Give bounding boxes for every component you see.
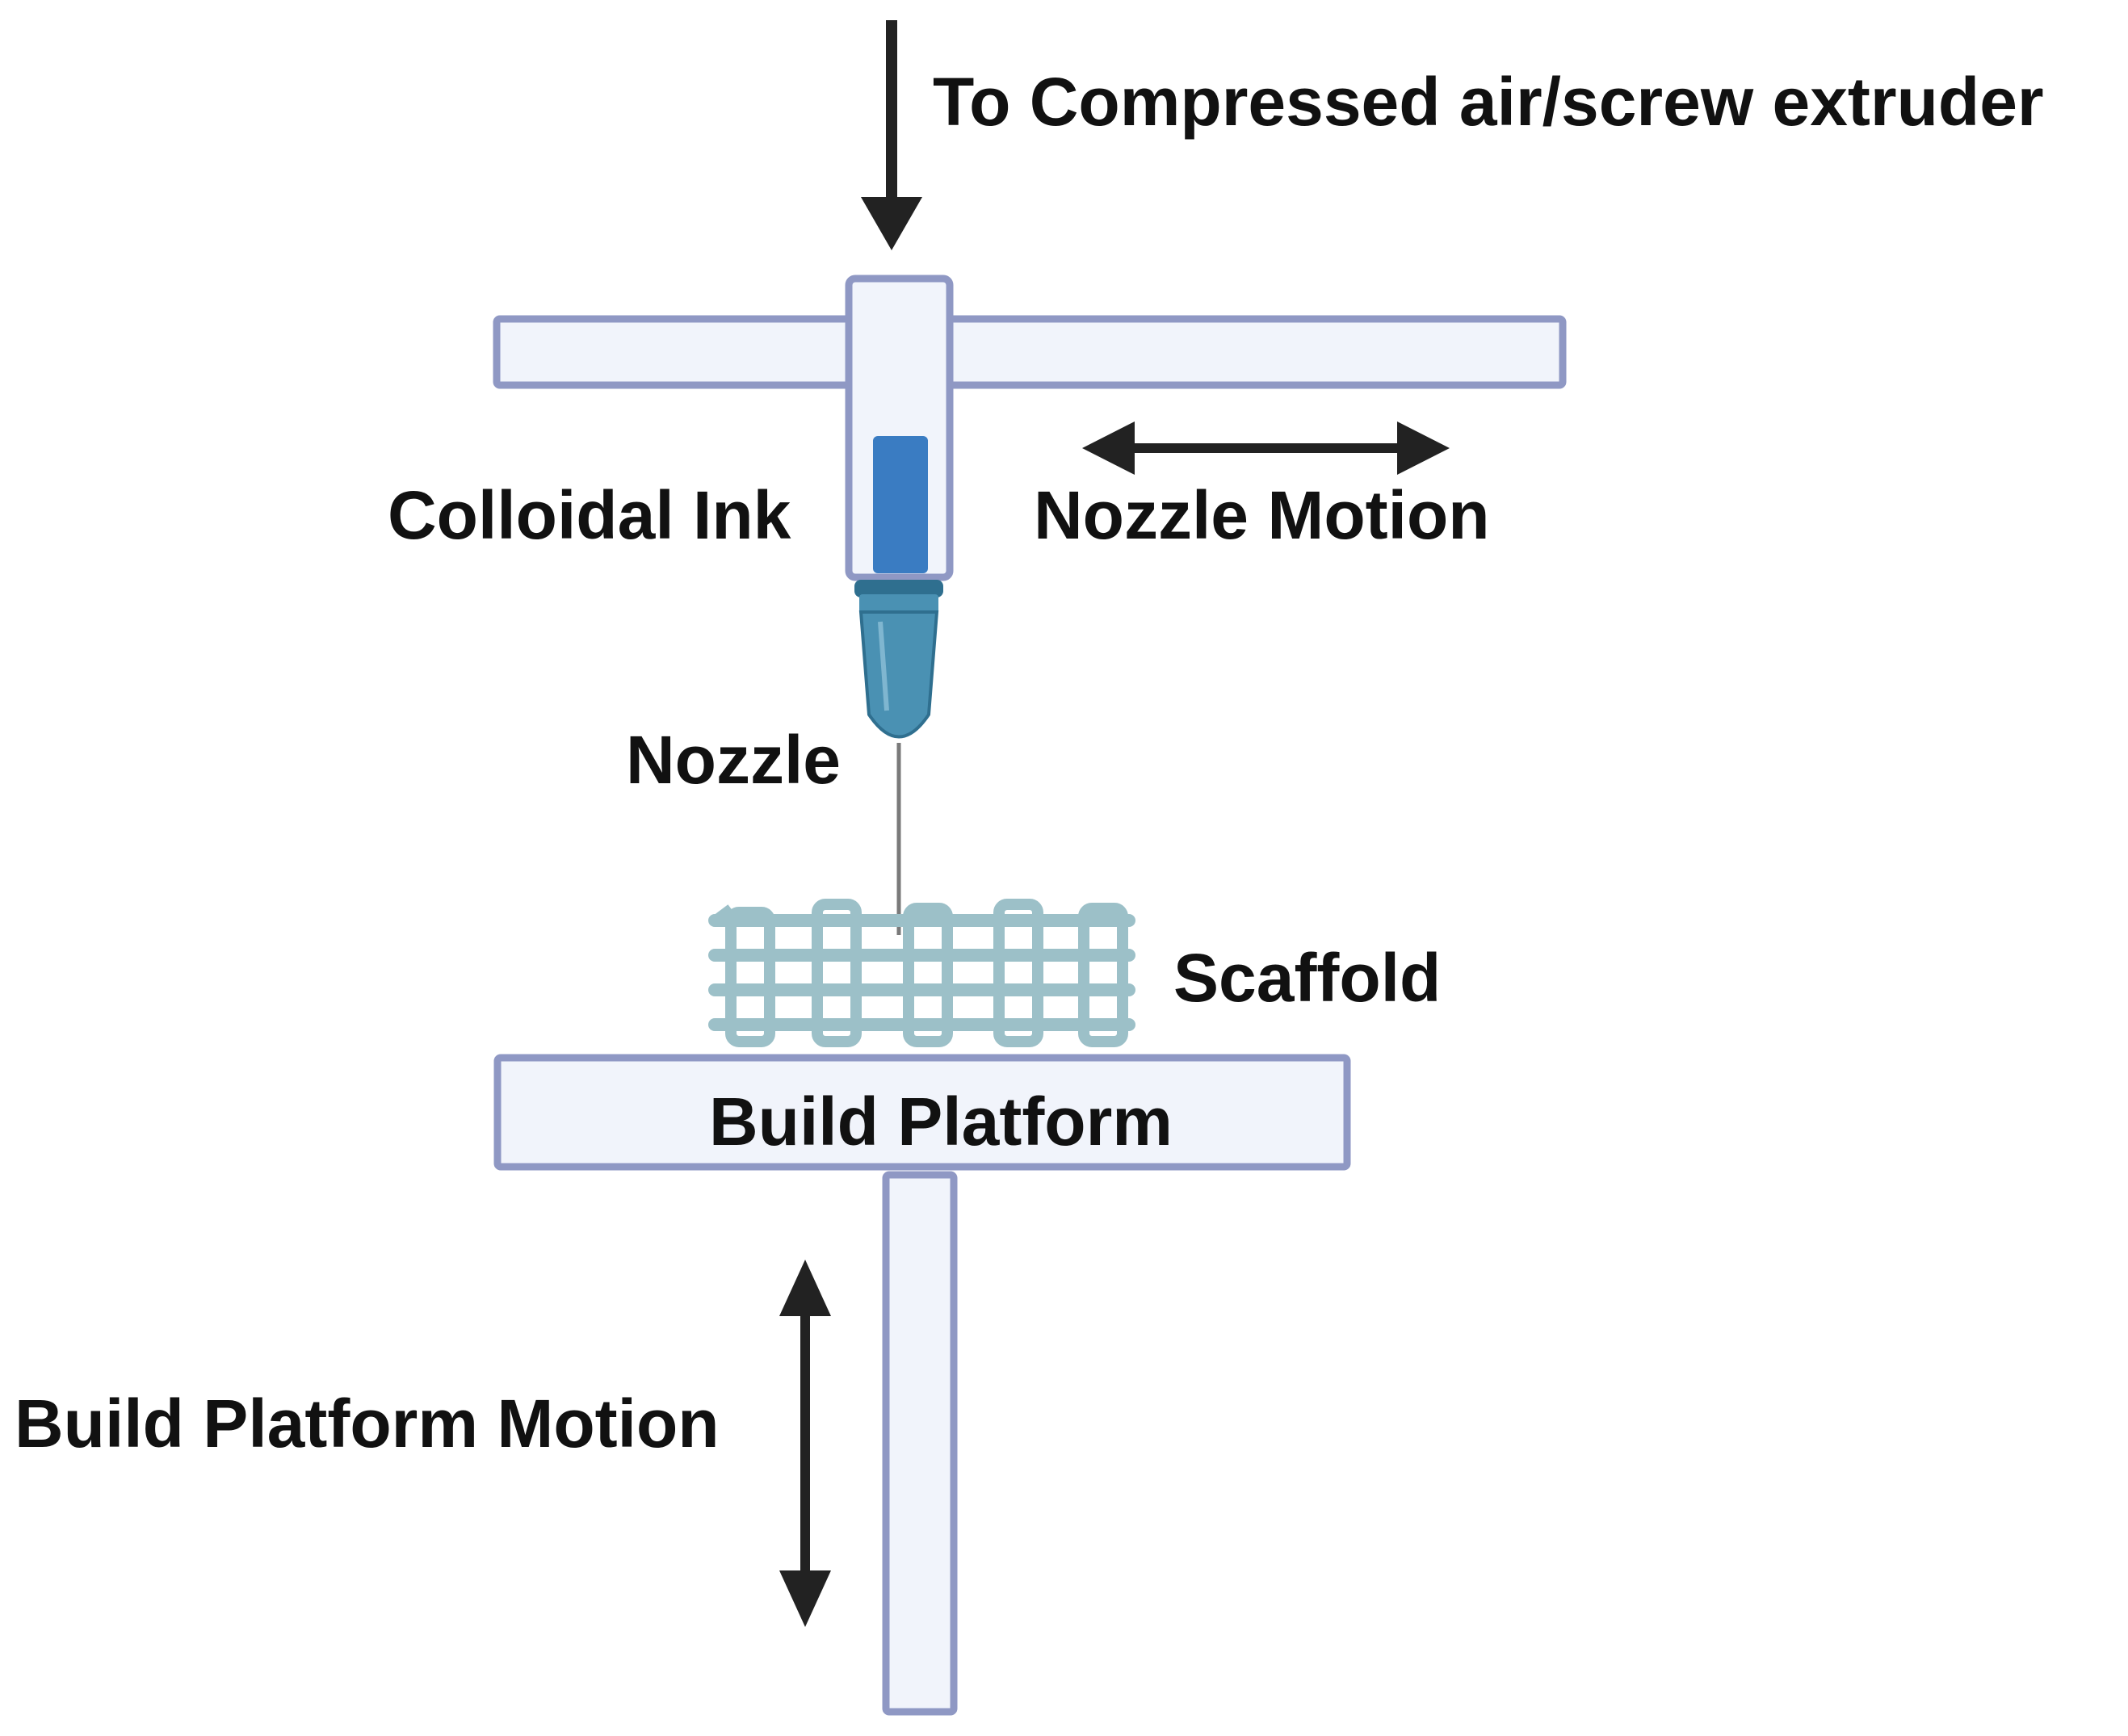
down-arrow-icon	[861, 20, 922, 250]
nozzle-label: Nozzle	[626, 722, 841, 798]
build-platform-motion-label: Build Platform Motion	[15, 1386, 720, 1461]
vertical-double-arrow-icon	[779, 1260, 831, 1627]
extruder-label: To Compressed air/screw extruder	[933, 64, 2044, 140]
horizontal-double-arrow-icon	[1082, 421, 1450, 475]
build-platform-label: Build Platform	[709, 1084, 1173, 1159]
gantry-rail	[493, 315, 1567, 389]
platform-support-column	[882, 1171, 958, 1716]
build-platform	[493, 1054, 1351, 1171]
colloidal-ink-reservoir	[873, 436, 928, 573]
nozzle-icon	[854, 580, 943, 935]
scaffold-lattice	[708, 899, 1135, 1047]
scaffold-label: Scaffold	[1173, 940, 1441, 1016]
nozzle-motion-label: Nozzle Motion	[1034, 477, 1490, 553]
colloidal-ink-label: Colloidal Ink	[388, 477, 791, 553]
